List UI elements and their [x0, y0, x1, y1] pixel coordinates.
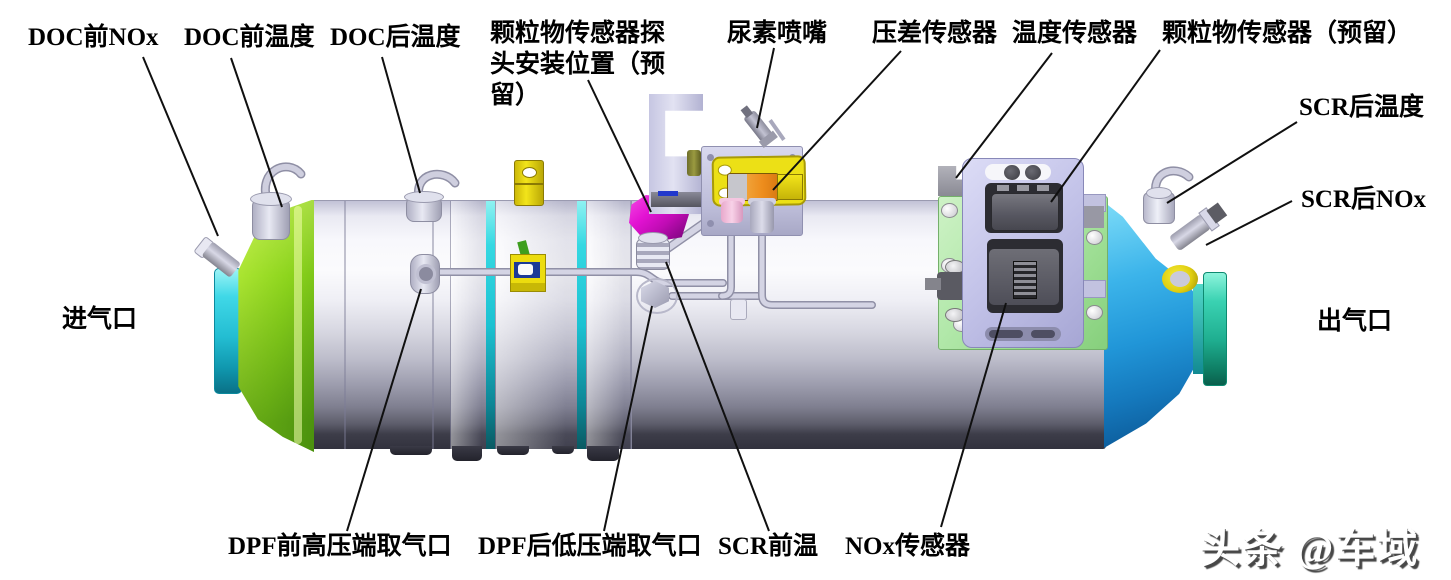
label-inlet: 进气口 [62, 306, 138, 333]
frame-opening-top [985, 183, 1063, 233]
frame-side-block [1084, 206, 1104, 228]
clamp-collar [450, 201, 488, 449]
label-urea-nozzle: 尿素喷嘴 [727, 20, 828, 47]
frame-tab [1082, 280, 1106, 298]
inlet-flange [214, 268, 242, 394]
label-pm-sensor-reserved: 颗粒物传感器（预留） [1162, 20, 1413, 47]
leader-scr-rear-temp [1166, 121, 1298, 204]
cyan-clamp-band [577, 201, 586, 449]
sensor-frame [962, 158, 1084, 348]
outlet-flange-collar [1193, 284, 1205, 374]
plate-bolt [707, 154, 714, 161]
doc-rear-temp-cap [404, 191, 444, 203]
tap-ring [416, 264, 436, 284]
leader-doc-front-nox [142, 56, 219, 237]
label-pm-probe-reserved: 颗粒物传感器探头安装位置（预留） [490, 20, 666, 109]
watermark-toutiao: 头条 @车域堂 [1200, 526, 1420, 571]
plate-bolt-white [1086, 305, 1103, 320]
inlet-cone-highlight [294, 206, 302, 444]
doc-front-temp-cap [250, 192, 292, 206]
pink-fitting [721, 201, 743, 223]
yellow-connector-block [777, 174, 803, 200]
label-doc-front-nox: DOC前NOx [28, 24, 159, 51]
label-diff-pressure-sensor: 压差传感器 [872, 20, 998, 47]
diff-pressure-sensor-body [727, 173, 779, 201]
grey-fitting [750, 201, 774, 233]
scr-rear-nox-sensor [1168, 200, 1229, 253]
clamp-collar [495, 201, 579, 449]
shell-seam [432, 201, 434, 449]
leader-doc-rear-temp [381, 56, 421, 194]
side-connector-stub [925, 278, 941, 290]
mount-foot [452, 446, 482, 461]
label-nox-sensor: NOx传感器 [845, 533, 971, 560]
plate-bolt-white [941, 203, 958, 218]
doser-blue-clip [658, 191, 678, 196]
mount-foot [497, 446, 529, 455]
label-temp-sensor: 温度传感器 [1012, 20, 1138, 47]
label-scr-rear-nox: SCR后NOx [1301, 186, 1427, 213]
label-scr-rear-temp: SCR后温度 [1299, 94, 1425, 121]
plate-bolt-white [1086, 230, 1103, 245]
label-outlet: 出气口 [1317, 308, 1393, 335]
mount-foot [587, 446, 619, 461]
shell-seam [630, 201, 632, 449]
shell-seam [344, 201, 346, 449]
plate-bolt [707, 220, 714, 227]
label-doc-front-temp: DOC前温度 [184, 24, 315, 51]
pm-sensor-module-reserved [991, 193, 1059, 231]
label-doc-rear-temp: DOC后温度 [330, 24, 461, 51]
mount-foot [390, 446, 432, 455]
yellow-bracket [514, 160, 544, 206]
frame-bolt [1025, 165, 1041, 180]
label-dpf-front-hp-tap: DPF前高压端取气口 [228, 533, 452, 560]
outlet-flange [1203, 272, 1227, 386]
clamp-fixture [510, 254, 546, 292]
label-scr-front-temp: SCR前温 [718, 533, 819, 560]
frame-bottom-slot [985, 327, 1061, 341]
dpf-rear-lp-tap-boss [641, 281, 669, 308]
leader-doc-front-temp [230, 57, 283, 208]
scr-rear-temp-cap [1146, 187, 1172, 199]
clamp-collar [586, 201, 632, 449]
tube-end-fitting [730, 299, 747, 320]
nox-boss-yellow-ring [1162, 265, 1198, 293]
label-dpf-rear-lp-tap: DPF后低压端取气口 [478, 533, 702, 560]
dpf-front-hp-tap-boss [410, 254, 440, 294]
doser-bracket-pin [687, 150, 701, 176]
frame-bolt [1004, 165, 1020, 180]
nox-sensor-module [989, 249, 1059, 305]
frame-opening-bottom [987, 239, 1063, 313]
cyan-clamp-band [486, 201, 495, 449]
nox-module-pins [1013, 261, 1037, 299]
mount-foot [552, 446, 574, 454]
scr-front-temp-cap [638, 232, 668, 244]
